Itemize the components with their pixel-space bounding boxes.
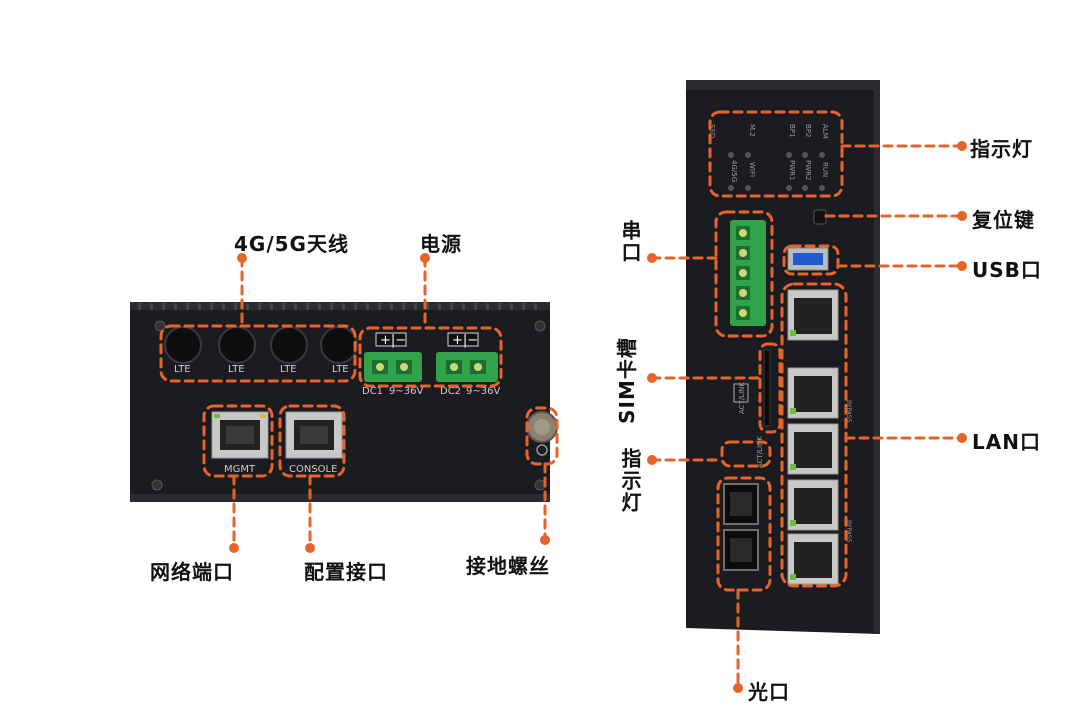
dc2-voltage: 9~36V bbox=[466, 386, 501, 397]
callout-network-port: 网络端口 bbox=[150, 560, 234, 584]
svg-text:+|−: +|− bbox=[380, 333, 406, 348]
antenna-label-3: LTE bbox=[280, 364, 297, 375]
antenna-label-1: LTE bbox=[174, 364, 191, 375]
callout-reset-key: 复位键 bbox=[972, 208, 1035, 232]
svg-text:+|−: +|− bbox=[452, 333, 478, 348]
callout-usb-port: USB口 bbox=[972, 258, 1042, 282]
callout-lan-port: LAN口 bbox=[972, 430, 1041, 454]
console-port-label: CONSOLE bbox=[289, 464, 338, 475]
callout-indicator-side: 指示灯 bbox=[618, 448, 642, 514]
dc1-voltage: 9~36V bbox=[389, 386, 424, 397]
callout-indicator-top: 指示灯 bbox=[970, 137, 1033, 161]
callout-power: 电源 bbox=[420, 232, 462, 256]
mgmt-port-label: MGMT bbox=[224, 464, 256, 475]
callout-antenna: 4G/5G天线 bbox=[234, 232, 349, 256]
ground-screw bbox=[526, 411, 558, 456]
callout-optical-port: 光口 bbox=[748, 680, 790, 704]
side-rj45-ports bbox=[787, 289, 839, 585]
antenna-connectors bbox=[164, 326, 358, 364]
callout-serial-port: 串口 bbox=[618, 220, 642, 264]
sfp-ports bbox=[723, 483, 759, 571]
dc1-label: DC1 bbox=[362, 386, 384, 397]
antenna-label-2: LTE bbox=[228, 364, 245, 375]
front-rj45-ports bbox=[211, 411, 343, 459]
callout-config-port: 配置接口 bbox=[304, 560, 388, 584]
power-terminals: +|− +|− bbox=[364, 332, 498, 382]
antenna-label-4: LTE bbox=[332, 364, 349, 375]
callout-sim-slot: SIM卡槽 bbox=[614, 337, 639, 424]
dc2-label: DC2 bbox=[440, 386, 462, 397]
callout-ground-screw: 接地螺丝 bbox=[466, 554, 550, 578]
